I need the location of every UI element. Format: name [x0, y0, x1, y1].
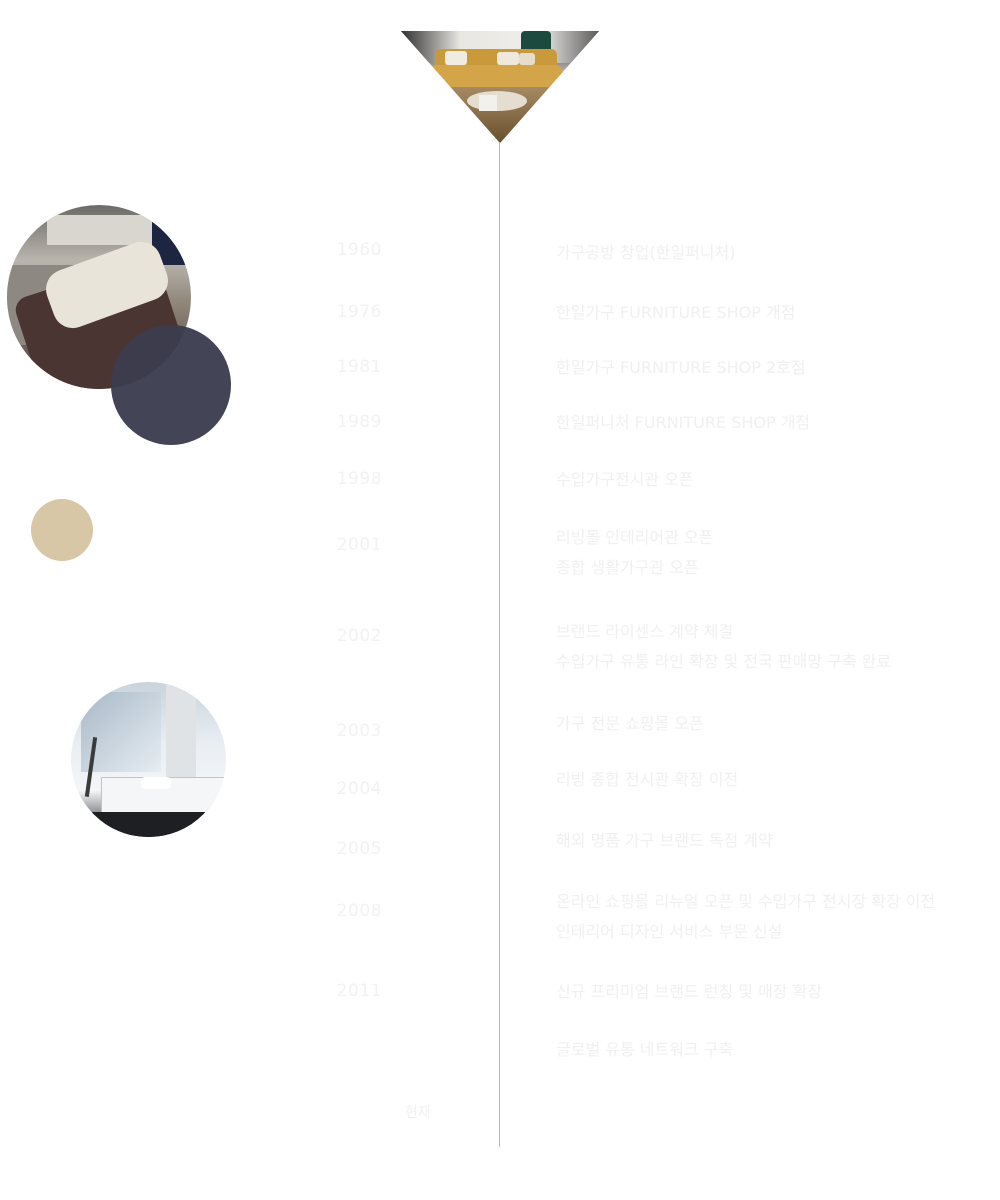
- timeline-entry: 한일퍼니처 FURNITURE SHOP 개점: [556, 413, 811, 432]
- timeline-entry: 가구공방 창업(한일퍼니처): [556, 243, 736, 262]
- timeline-entry: 가구 전문 쇼핑몰 오픈: [556, 714, 704, 733]
- timeline-line: [499, 142, 500, 1147]
- timeline-entry: 리빙 종합 전시관 확장 이전: [556, 770, 739, 789]
- timeline-year: 2011: [336, 981, 382, 1001]
- timeline-entry: 한일가구 FURNITURE SHOP 개점: [556, 303, 796, 322]
- hero-sofa-image: [401, 31, 599, 143]
- timeline-entry: 수입가구전시관 오픈: [556, 470, 694, 489]
- timeline-year: 2001: [336, 535, 382, 555]
- timeline-entry: 리빙몰 인테리어관 오픈: [556, 528, 714, 547]
- timeline-year: 2008: [336, 901, 382, 921]
- timeline-entry: 글로벌 유통 네트워크 구축: [556, 1040, 734, 1059]
- timeline-entry: 인테리어 디자인 서비스 부문 신설: [556, 922, 783, 941]
- timeline-year: 1976: [336, 302, 382, 322]
- timeline-year: 2005: [336, 839, 382, 859]
- timeline-year: 1960: [336, 240, 382, 260]
- timeline-entry: 한일가구 FURNITURE SHOP 2호점: [556, 358, 806, 377]
- bedroom-photo: [71, 682, 226, 837]
- beige-decor-circle: [31, 499, 93, 561]
- timeline-year: 1998: [336, 469, 382, 489]
- timeline-entry: 신규 프리미엄 브랜드 런칭 및 매장 확장: [556, 982, 823, 1001]
- timeline-entry: 수입가구 유통 라인 확장 및 전국 판매망 구축 완료: [556, 652, 892, 671]
- timeline-end-label: 현재: [405, 1105, 431, 1121]
- timeline-year: 1989: [336, 412, 382, 432]
- navy-decor-circle: [111, 325, 231, 445]
- timeline-year: 2002: [336, 626, 382, 646]
- timeline-year: 1981: [336, 357, 382, 377]
- timeline-year: 2004: [336, 779, 382, 799]
- timeline-entry: 해외 명품 가구 브랜드 독점 계약: [556, 831, 773, 850]
- timeline-entry: 브랜드 라이센스 계약 체결: [556, 622, 734, 641]
- timeline-entry: 온라인 쇼핑몰 리뉴얼 오픈 및 수입가구 전시장 확장 이전: [556, 892, 936, 911]
- living-room-photo: [7, 205, 191, 389]
- timeline-year: 2003: [336, 721, 382, 741]
- timeline-entry: 종합 생활가구관 오픈: [556, 558, 699, 577]
